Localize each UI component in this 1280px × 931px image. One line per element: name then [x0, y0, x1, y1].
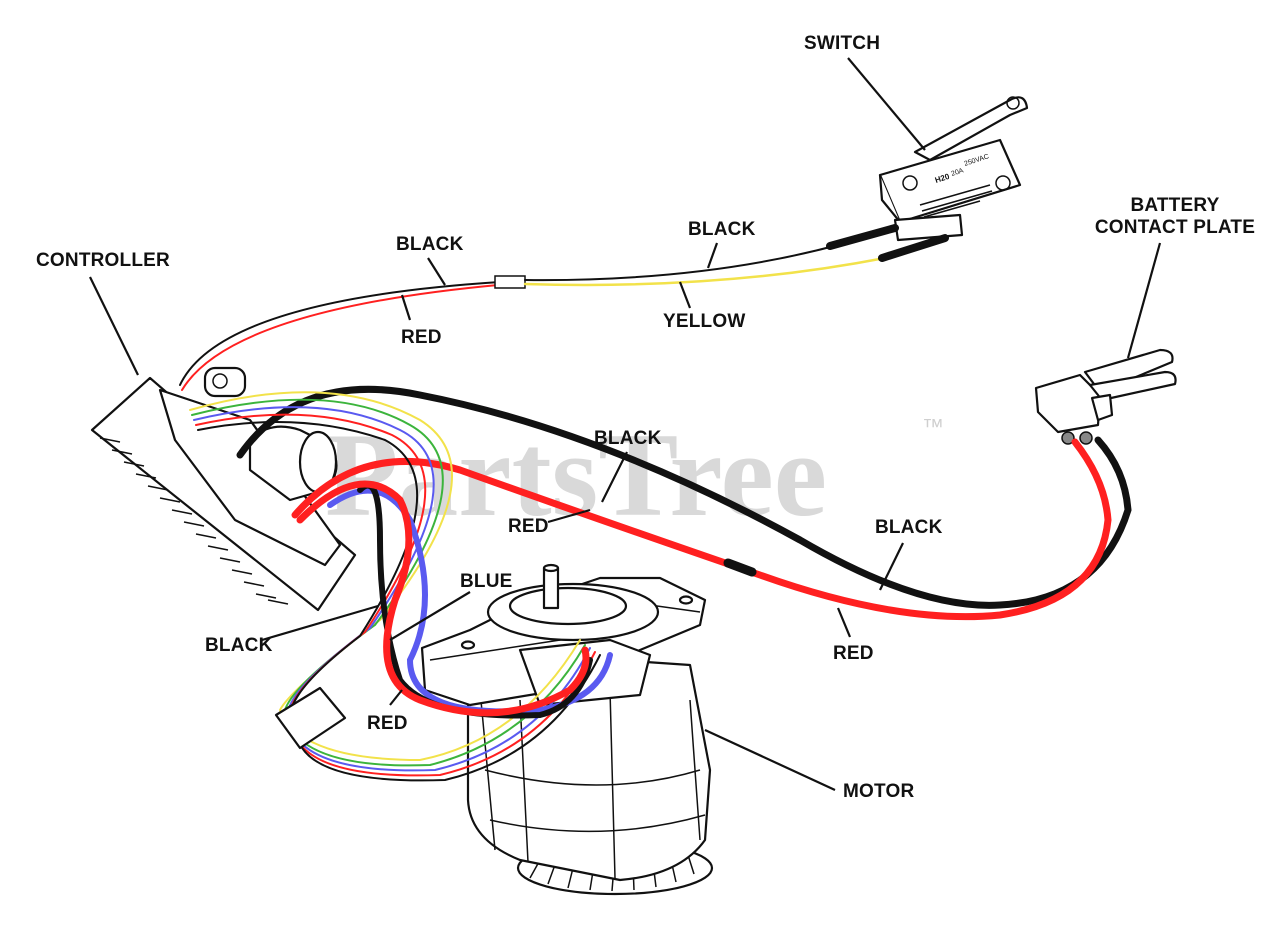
wire-red-to-switch: [181, 284, 499, 391]
motor: [420, 563, 714, 896]
switch-fine-print: [919, 184, 993, 218]
signal-connector: [274, 686, 347, 750]
wires: [179, 224, 1132, 782]
label-black-top-right: BLACK: [688, 219, 756, 240]
switch-lever: [913, 96, 1029, 162]
label-red-right: RED: [833, 643, 874, 664]
label-switch: SWITCH: [804, 33, 880, 54]
label-motor: MOTOR: [843, 781, 914, 802]
battery-contact-plate: [1034, 348, 1177, 445]
switch-model-marking: H20: [934, 172, 951, 185]
watermark-trademark: ™: [922, 414, 944, 439]
label-red-bottom: RED: [367, 713, 408, 734]
label-black-right: BLACK: [875, 517, 943, 538]
controller: [90, 366, 357, 612]
wire-black-to-switch: [179, 281, 501, 386]
switch: H20 20A 250VAC: [878, 96, 1029, 242]
label-battery-line2: CONTACT PLATE: [1095, 217, 1255, 238]
leader-lines: [89, 57, 1162, 791]
label-blue: BLUE: [460, 571, 513, 592]
wire-black-main: [236, 385, 1132, 609]
controller-fins: [99, 437, 289, 605]
label-controller: CONTROLLER: [36, 250, 170, 271]
wire-connector-small: [494, 275, 526, 289]
labels: SWITCH BATTERY CONTACT PLATE CONTROLLER …: [36, 33, 1255, 802]
wire-red-main: [291, 438, 1112, 621]
label-black-top-left: BLACK: [396, 234, 464, 255]
wire-yellow: [523, 256, 887, 287]
label-yellow: YELLOW: [663, 311, 745, 332]
switch-rating-1: 20A: [950, 167, 964, 178]
battery-contact-housing: [1034, 373, 1102, 434]
label-battery-line1: BATTERY: [1130, 195, 1219, 216]
label-black-left: BLACK: [205, 635, 273, 656]
label-black-middle: BLACK: [594, 428, 662, 449]
watermark-text: PartsTree: [325, 408, 827, 541]
label-red-middle: RED: [508, 516, 549, 537]
label-red-top-left: RED: [401, 327, 442, 348]
wire-red-motor: [296, 480, 590, 717]
